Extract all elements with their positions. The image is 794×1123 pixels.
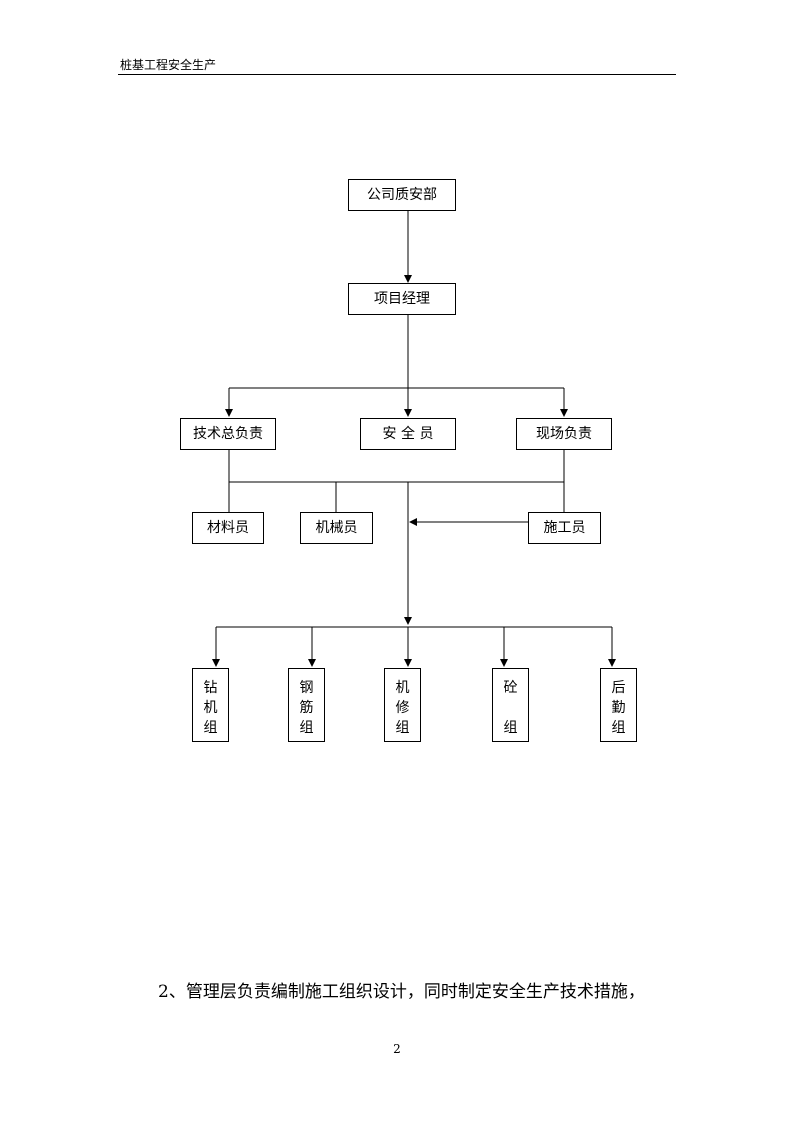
group-concrete: 砼 组	[492, 668, 529, 742]
group-char: 钢	[299, 680, 314, 696]
node-label: 公司质安部	[367, 187, 437, 203]
node-machinery-officer: 机械员	[300, 512, 373, 544]
node-label: 技术总负责	[193, 426, 263, 442]
group-char: 机	[395, 680, 410, 696]
node-label: 项目经理	[374, 291, 430, 307]
group-machine-repair: 机 修 组	[384, 668, 421, 742]
node-label: 材料员	[207, 520, 249, 536]
node-safety-officer: 安 全 员	[360, 418, 456, 450]
node-label: 机械员	[315, 520, 358, 536]
group-char: 组	[203, 720, 218, 736]
group-char: 筋	[299, 700, 314, 716]
node-construction-officer: 施工员	[528, 512, 601, 544]
group-char: 砼	[503, 680, 518, 696]
node-label: 施工员	[543, 520, 586, 536]
group-char: 钻	[203, 680, 218, 696]
group-rebar: 钢 筋 组	[288, 668, 325, 742]
node-materials-officer: 材料员	[192, 512, 264, 544]
group-char: 后	[611, 680, 626, 696]
group-char: 组	[299, 720, 314, 736]
node-site-lead: 现场负责	[516, 418, 612, 450]
node-company-safety-dept: 公司质安部	[348, 179, 456, 211]
group-char: 机	[203, 700, 218, 716]
group-char: 组	[395, 720, 410, 736]
group-char: 修	[395, 700, 410, 716]
body-paragraph: 2、管理层负责编制施工组织设计，同时制定安全生产技术措施，	[158, 982, 645, 1002]
running-header-title: 桩基工程安全生产	[120, 58, 217, 72]
group-drilling: 钻 机 组	[192, 668, 229, 742]
group-logistics: 后 勤 组	[600, 668, 637, 742]
node-project-manager: 项目经理	[348, 283, 456, 315]
group-char: 勤	[611, 700, 626, 716]
page-number: 2	[393, 1042, 401, 1056]
node-label: 现场负责	[536, 426, 592, 442]
group-char: 组	[611, 720, 626, 736]
group-char: 组	[503, 720, 518, 736]
header-rule	[118, 74, 676, 75]
node-technical-lead: 技术总负责	[180, 418, 276, 450]
node-label: 安 全 员	[382, 426, 434, 442]
